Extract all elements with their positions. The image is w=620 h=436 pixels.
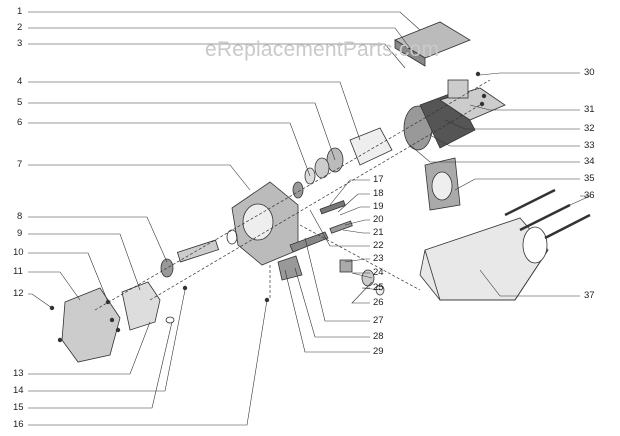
part-tube [289, 231, 329, 253]
callout-2: 2 [17, 22, 23, 33]
callout-23: 23 [373, 253, 384, 264]
callout-25-leader [361, 287, 383, 291]
callout-32: 32 [584, 123, 595, 134]
callout-3-leader [28, 43, 406, 69]
callout-34-leader [409, 144, 580, 163]
callout-29-leader [284, 269, 370, 353]
callout-36: 36 [584, 190, 595, 201]
callout-27-leader [304, 237, 370, 322]
callout-10: 10 [13, 247, 24, 258]
callout-21: 21 [373, 227, 384, 238]
callout-18: 18 [373, 188, 384, 199]
callout-5: 5 [17, 97, 23, 108]
callout-37-leader [479, 269, 580, 297]
callout-12-leader [28, 293, 53, 309]
callout-30: 30 [584, 67, 595, 78]
callout-30-leader [479, 72, 580, 76]
callout-17-leader [329, 179, 370, 206]
callout-9-leader [28, 233, 141, 291]
callout-24: 24 [373, 267, 384, 278]
callout-14-leader [28, 289, 186, 392]
callout-26: 26 [373, 297, 384, 308]
callout-13-leader [28, 321, 151, 375]
callout-16-leader [28, 299, 268, 426]
part-front-cover [61, 287, 121, 363]
callout-19: 19 [373, 201, 384, 212]
callout-33: 33 [584, 140, 595, 151]
part-valve-block [277, 255, 303, 281]
callout-6-leader [28, 122, 311, 177]
callout-20: 20 [373, 214, 384, 225]
callout-31-leader [469, 104, 580, 111]
callout-28-leader [294, 267, 370, 338]
callout-20-leader [344, 219, 370, 226]
callout-11-leader [28, 271, 81, 301]
callout-33-leader [429, 134, 580, 147]
callout-12: 12 [13, 288, 24, 299]
part-bracket [121, 281, 161, 331]
callout-3: 3 [17, 38, 23, 49]
callout-22-leader [309, 209, 370, 247]
callout-32-leader [444, 119, 580, 130]
callout-13: 13 [13, 368, 24, 379]
callout-9: 9 [17, 228, 23, 239]
callout-35-leader [454, 178, 580, 191]
callout-7-leader [28, 164, 251, 191]
callout-6: 6 [17, 117, 23, 128]
callout-7: 7 [17, 159, 23, 170]
callout-35: 35 [584, 173, 595, 184]
callout-26-leader [351, 281, 373, 304]
callout-23-leader [344, 258, 370, 263]
callout-16: 16 [13, 419, 24, 430]
callout-18-leader [337, 193, 370, 213]
callout-14: 14 [13, 385, 24, 396]
callout-15: 15 [13, 402, 24, 413]
callout-8: 8 [17, 211, 23, 222]
callout-36-leader [569, 195, 591, 206]
callout-2-leader [28, 27, 416, 56]
callout-31: 31 [584, 104, 595, 115]
callout-34: 34 [584, 156, 595, 167]
callout-37: 37 [584, 290, 595, 301]
callout-4: 4 [17, 76, 23, 87]
callout-21-leader [342, 229, 370, 234]
callout-5-leader [28, 102, 336, 161]
callout-17: 17 [373, 174, 384, 185]
callout-25: 25 [373, 282, 384, 293]
callout-1-leader [28, 11, 421, 31]
callout-24-leader [351, 272, 373, 279]
callout-10-leader [28, 252, 109, 303]
callout-29: 29 [373, 346, 384, 357]
callout-22: 22 [373, 240, 384, 251]
callout-19-leader [339, 206, 370, 216]
callout-15-leader [28, 321, 173, 409]
callout-27: 27 [373, 315, 384, 326]
callout-28: 28 [373, 331, 384, 342]
callout-11: 11 [13, 266, 23, 277]
callout-8-leader [28, 216, 168, 263]
callout-1: 1 [17, 6, 23, 17]
part-coupling [160, 258, 174, 278]
part-gasket [349, 127, 393, 166]
watermark: eReplacementParts.com [205, 38, 440, 61]
callout-4-leader [28, 81, 361, 141]
